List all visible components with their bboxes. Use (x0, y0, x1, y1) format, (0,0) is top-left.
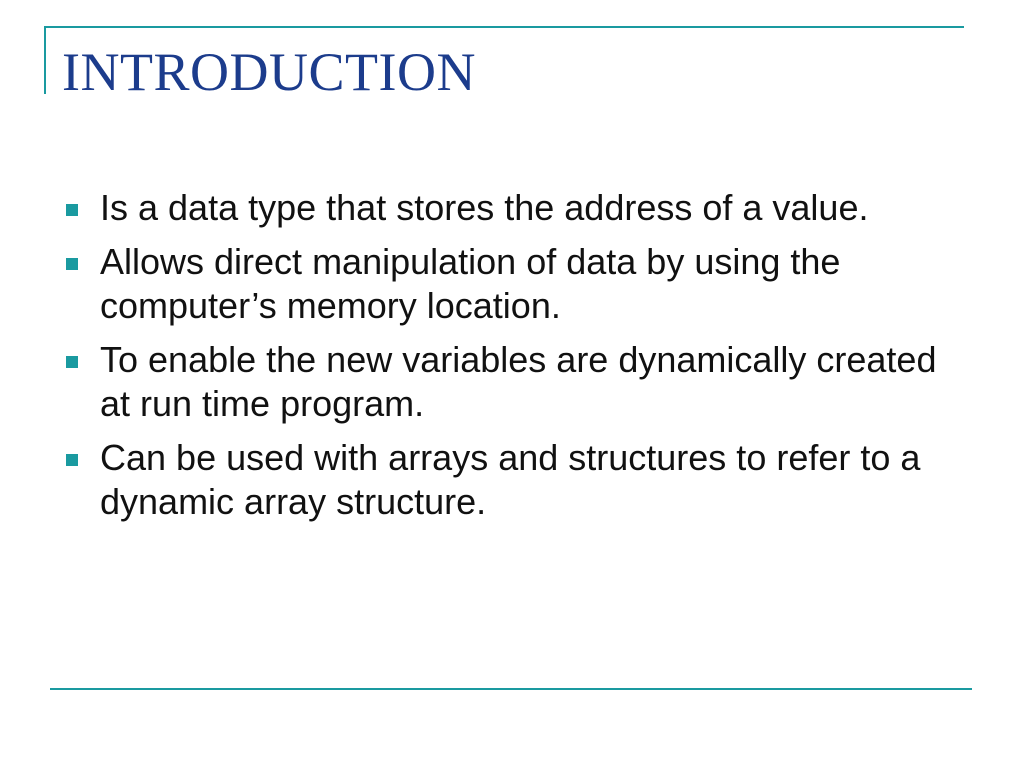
bullet-item-1: Is a data type that stores the address o… (62, 186, 962, 230)
bullet-text-1: Is a data type that stores the address o… (100, 187, 869, 228)
bullet-text-2: Allows direct manipulation of data by us… (100, 241, 841, 326)
bullet-item-3: To enable the new variables are dynamica… (62, 338, 962, 426)
bottom-accent-rule (50, 688, 972, 690)
slide-title: INTRODUCTION (62, 42, 476, 102)
square-bullet-icon (66, 454, 78, 466)
square-bullet-icon (66, 204, 78, 216)
bullet-text-4: Can be used with arrays and structures t… (100, 437, 921, 522)
bullet-list: Is a data type that stores the address o… (62, 186, 962, 534)
bullet-text-3: To enable the new variables are dynamica… (100, 339, 937, 424)
bullet-item-4: Can be used with arrays and structures t… (62, 436, 962, 524)
left-accent-rule (44, 26, 46, 94)
bullet-item-2: Allows direct manipulation of data by us… (62, 240, 962, 328)
top-accent-rule (44, 26, 964, 28)
square-bullet-icon (66, 356, 78, 368)
square-bullet-icon (66, 258, 78, 270)
